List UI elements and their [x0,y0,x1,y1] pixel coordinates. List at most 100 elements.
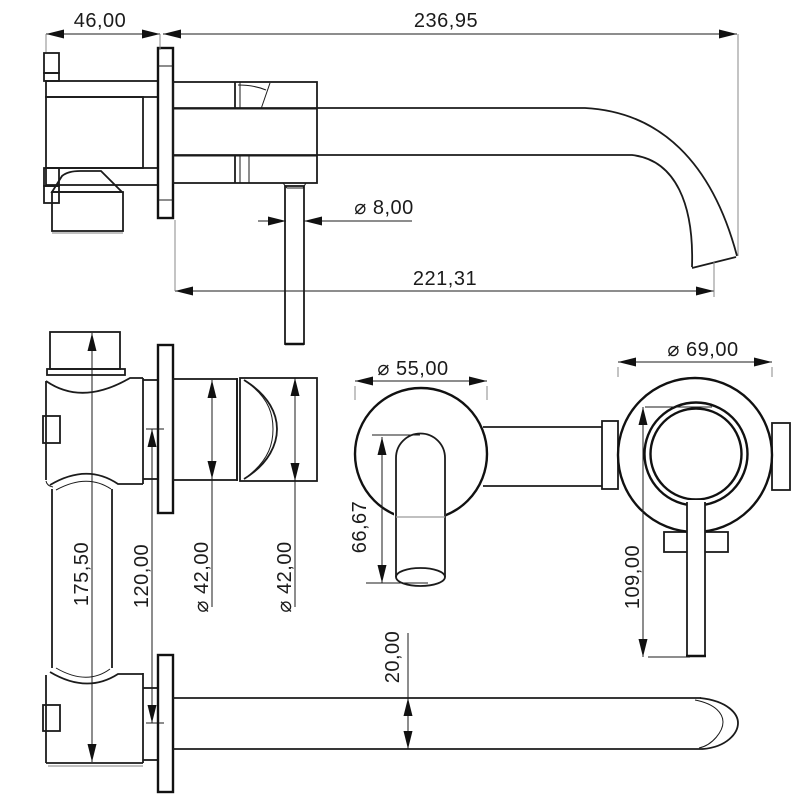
arrowhead [377,437,387,455]
arrowhead [142,29,160,39]
side-boss [42,415,61,444]
dim-body-depth: 46,00 [45,10,161,52]
spout-end-outer [699,697,739,750]
arrowhead [147,429,157,447]
dim-housing-diameter: ⌀ 42,00 [191,380,217,613]
arrowhead [163,29,181,39]
arrowhead [290,463,300,481]
waist-arc-inner [55,480,112,491]
lever-mask [687,500,705,656]
inlet-nub [43,52,60,74]
handle-front-view: ⌀ 69,00 109,00 [601,339,791,658]
body-top-arc [45,377,143,394]
dim-overall-projection: 236,95 [163,10,739,256]
arrowhead [638,407,648,425]
arrowhead [268,216,286,226]
dim-label-8: ⌀ 8,00 [354,197,414,219]
lever-rod-shaft [284,185,305,345]
outlet-dome [50,170,125,193]
left-port [601,420,619,490]
upper-trim-plan [143,343,318,515]
knob-arc-inner [247,382,274,477]
dim-label-175: 175,50 [71,542,93,606]
arrowhead [377,565,387,583]
spout-end-inner [694,699,724,749]
arrowhead [87,744,97,762]
dim-label-69: ⌀ 69,00 [667,339,738,361]
dim-lever-diameter: ⌀ 8,00 [258,197,414,226]
outlet-box [51,191,124,232]
spout-mask [394,434,446,580]
dim-label-120: 120,00 [131,544,153,608]
dim-body-length: 175,50 [71,333,97,762]
inlet-nub [43,72,60,82]
knob-ring-inner [649,407,743,501]
dim-spout-plate-diameter: ⌀ 55,00 [354,358,488,400]
wall-plate-edge [156,46,175,220]
fitting-lip [46,368,126,376]
arrowhead [207,380,217,398]
plan-view: 175,50 120,00 ⌀ 42,00 ⌀ 42,00 [42,331,318,767]
arrowhead [355,376,373,386]
dim-knob-diameter: ⌀ 42,00 [274,378,300,613]
arrowhead [46,29,64,39]
arrowhead [754,357,772,367]
arrowhead [175,286,193,296]
arrowhead [87,333,97,351]
arrowhead [638,639,648,657]
dim-handle-plate-diameter: ⌀ 69,00 [617,339,773,377]
spout-cap-arc [395,432,446,459]
knob-cone-edge [260,82,271,110]
spout-inner-curve [173,154,694,268]
arrowhead [147,705,157,723]
dim-spout-drop: 66,67 [349,434,428,584]
dim-label-109: 109,00 [622,545,644,609]
arrowhead [696,286,714,296]
dim-label-55: ⌀ 55,00 [377,358,448,380]
dim-label-221: 221,31 [413,268,477,290]
dim-label-46: 46,00 [74,10,127,32]
spout-outlet-ellipse [395,567,446,587]
concealed-valve-body [43,52,159,234]
arrowhead [719,29,737,39]
dim-lever-drop: 109,00 [622,406,712,658]
dim-label-66: 66,67 [349,501,371,554]
spout-side [173,107,738,269]
mixer-housing [172,81,318,184]
wall-plate [156,653,175,794]
housing-rect [172,378,238,481]
spout-outer-curve [173,107,738,257]
arrowhead [469,376,487,386]
arrowhead [304,216,322,226]
side-view: 46,00 236,95 ⌀ 8,00 221,31 [43,10,739,346]
valve-body-plan [42,331,144,767]
spout-front-view: ⌀ 55,00 66,67 [349,358,489,587]
wall-plate [156,46,175,220]
dim-spout-reach: 221,31 [174,220,715,297]
dim-label-20: 20,00 [382,631,404,684]
body-block [45,96,144,169]
housing-outline [172,81,318,184]
upper-band [45,80,159,98]
dim-axis-spacing: 120,00 [131,428,164,724]
arrowhead [290,378,300,396]
arrowhead [403,731,413,749]
waist-arc-outer [49,472,143,486]
arrowhead [403,698,413,716]
spout-plan-view: 20,00 [143,631,739,794]
knob-rect [239,377,318,482]
dim-label-42a: ⌀ 42,00 [191,541,213,612]
waist-arc-inner [55,667,111,678]
dim-spout-tube-diameter: 20,00 [382,631,413,749]
knob-arc-outer [243,379,278,480]
arrowhead [618,357,636,367]
dim-label-42b: ⌀ 42,00 [274,541,296,612]
knob-ring-outer [643,401,749,507]
side-boss [42,704,61,732]
knob-cone-arc [237,84,267,91]
body-corner [45,480,54,488]
waist-arc-outer [49,671,143,685]
connection-tube [483,426,602,487]
